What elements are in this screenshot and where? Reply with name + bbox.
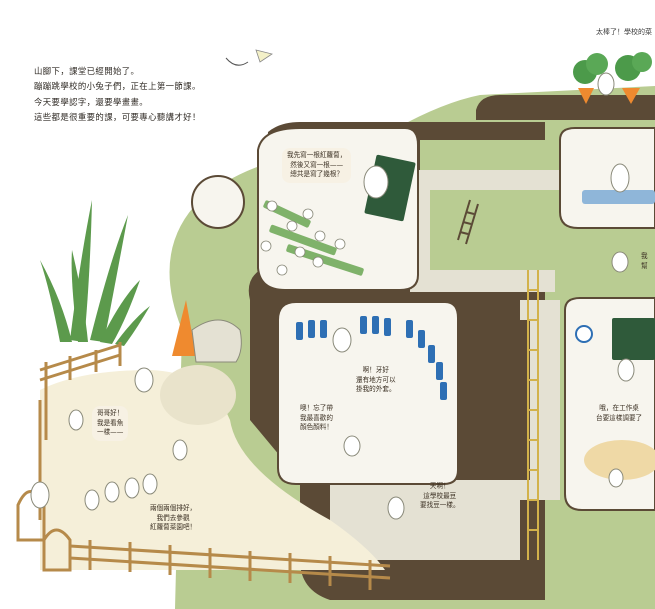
greeting-speech: 哥哥好！ 我是看魚 一樣—— [92, 406, 129, 441]
speech-line: 哥哥好！ [97, 409, 124, 417]
teacher-speech: 我先寫一根紅蘿蔔， 然後又寫一根—— 總共是寫了幾根？ [282, 148, 352, 183]
intro-text: 山腳下，課堂已經開始了。 蹦蹦跳學校的小兔子們，正在上第一節課。 今天要學認字，… [34, 64, 201, 125]
speech-line: 哦，在工作桌 [599, 404, 639, 412]
intro-line: 今天要學認字，還要學畫畫。 [34, 96, 149, 107]
speech-line: 總共是寫了幾根？ [290, 170, 344, 179]
right-edge-speech: 我 幫 [641, 252, 648, 271]
porthole-window [191, 175, 245, 229]
speech-line: 我先寫一根紅蘿蔔， [287, 151, 347, 159]
speech-line: 然後又寫一根—— [290, 160, 344, 169]
paper-plane [225, 49, 273, 66]
ladder [527, 270, 539, 560]
speech-line: 啊！牙好 [362, 366, 389, 374]
ladder-small [457, 199, 479, 245]
soil-band [476, 95, 655, 120]
corner-caption: 太棒了！學校的菜 [596, 28, 652, 36]
corridor-lower [330, 480, 560, 560]
tall-grass [40, 200, 150, 346]
corridor-upper [410, 170, 560, 292]
speech-line: 兩個兩個排好， [150, 504, 197, 512]
carrot-tower [172, 300, 196, 356]
classroom-bunnies [260, 200, 346, 276]
coat-room [277, 301, 459, 485]
coat-hooks [296, 316, 447, 400]
fence-left [38, 342, 122, 520]
speech-line: 幫 [641, 261, 648, 270]
wall-clock [575, 325, 593, 343]
paint-speech: 噢！忘了帶 我最喜歡的 顏色顏料！ [300, 404, 333, 433]
speech-line: 噢！忘了帶 [300, 404, 333, 412]
tunnel-speech: 天啊！ 這學校最豆 要找豆一樣。 [420, 482, 460, 511]
speech-line: 我最喜歡的 [300, 413, 333, 422]
path-hole [160, 365, 236, 425]
speech-line: 我們去參觀 [156, 513, 190, 522]
entrance-arch [191, 319, 242, 363]
speech-line: 還有地方可以 [356, 375, 396, 384]
speech-line: 我是看魚 [97, 418, 124, 427]
intro-line: 蹦蹦跳學校的小兔子們，正在上第一節課。 [34, 81, 201, 92]
intro-line: 山腳下，課堂已經開始了。 [34, 66, 140, 76]
speech-line: 台要這樣調要了 [596, 413, 643, 422]
speech-line: 天啊！ [429, 482, 450, 490]
speech-line: 我 [641, 252, 648, 260]
group-speech: 兩個兩個排好， 我們去參觀 紅蘿蔔菜園吧！ [150, 504, 196, 533]
speech-line: 要找豆一樣。 [420, 501, 460, 510]
speech-line: 顏色顏料！ [300, 423, 333, 432]
workshop-table [584, 440, 655, 480]
bunnies [30, 72, 635, 520]
workshop-speech: 哦，在工作桌 台要這樣調要了 [596, 404, 642, 423]
intro-line: 這些都是很重要的課，可要專心聽講才好！ [34, 111, 201, 122]
corridor-middle [520, 300, 560, 480]
dining-table [582, 190, 655, 204]
speech-line: 紅蘿蔔菜園吧！ [150, 523, 197, 532]
fence-bottom [69, 540, 391, 590]
dining-room [559, 127, 655, 229]
number-board [612, 318, 655, 360]
speech-line: 掛我的外套。 [356, 385, 396, 394]
hooks-speech: 啊！牙好 還有地方可以 掛我的外套。 [356, 366, 396, 395]
speech-line: 一樣—— [97, 428, 124, 437]
speech-line: 這學校最豆 [423, 491, 457, 500]
